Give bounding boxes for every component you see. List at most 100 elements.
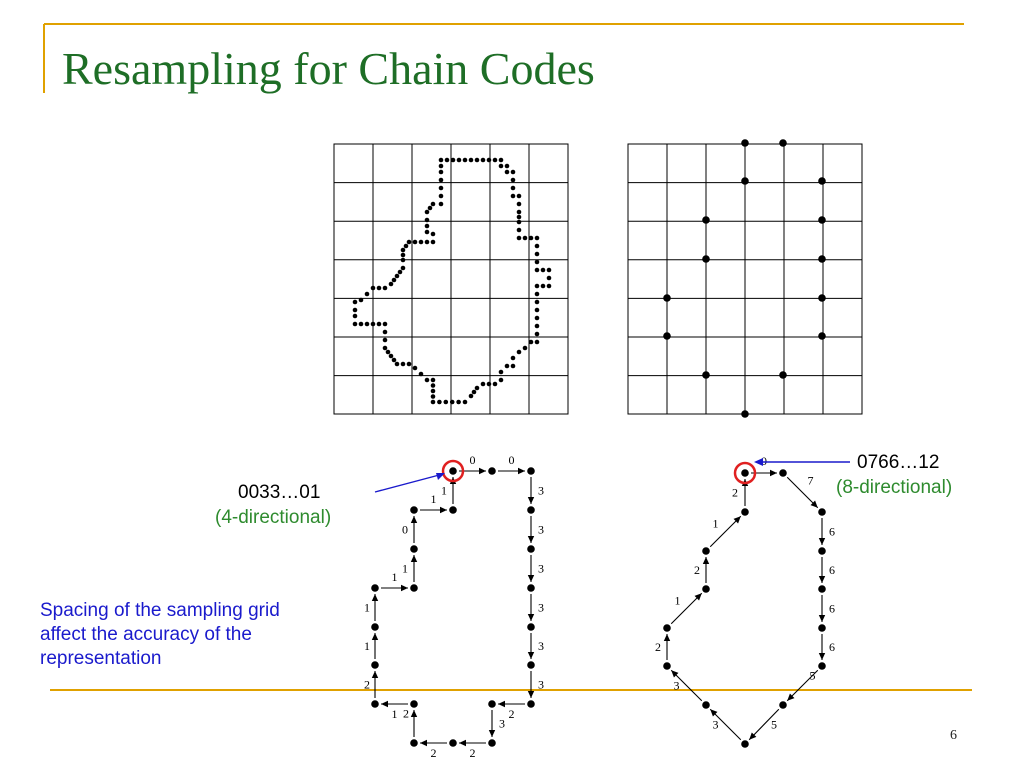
resampled-node: [779, 139, 787, 147]
boundary-dot: [382, 337, 388, 343]
chain-arrowhead: [710, 709, 718, 717]
boundary-dot: [430, 399, 436, 405]
direction-label: 1: [364, 601, 370, 615]
boundary-dot: [424, 217, 430, 223]
chain-node: [371, 623, 379, 631]
boundary-dot: [510, 363, 516, 369]
chain-node: [818, 624, 826, 632]
chain-arrowhead: [518, 467, 525, 475]
chain-node: [818, 585, 826, 593]
chain-node: [410, 700, 418, 708]
boundary-dot: [394, 273, 400, 279]
boundary-dot: [510, 193, 516, 199]
boundary-dot: [397, 269, 403, 275]
chain-arrowhead: [818, 653, 826, 660]
direction-label: 1: [392, 570, 398, 584]
resampled-node: [779, 371, 787, 379]
boundary-dot: [528, 235, 534, 241]
direction-label: 6: [829, 525, 835, 539]
boundary-dot: [456, 399, 461, 405]
left-chain-code-text: 0033…01: [238, 482, 321, 503]
boundary-dot: [498, 377, 504, 383]
direction-label: 3: [674, 679, 680, 693]
start-point-highlight-left: [441, 459, 465, 483]
boundary-dot: [352, 299, 358, 305]
boundary-dot: [498, 163, 504, 169]
direction-label: 1: [675, 594, 681, 608]
chain-arrow-line: [709, 515, 742, 548]
boundary-dot: [437, 399, 442, 405]
chain-arrowhead: [787, 693, 795, 701]
boundary-dot: [516, 219, 522, 225]
chain-node: [779, 469, 787, 477]
chain-node: [527, 467, 535, 475]
direction-label: 5: [771, 718, 777, 732]
chain-node: [702, 547, 710, 555]
boundary-dot: [400, 247, 406, 253]
direction-label: 2: [431, 746, 437, 760]
boundary-dot: [400, 361, 406, 367]
direction-label: 6: [829, 640, 835, 654]
page-number: 6: [950, 728, 957, 743]
chain-node: [527, 545, 535, 553]
boundary-dot: [504, 163, 510, 169]
pointer-arrowhead-left: [436, 473, 445, 480]
direction-label: 2: [655, 640, 661, 654]
chain-node: [663, 662, 671, 670]
chain-arrowhead: [371, 671, 379, 678]
chain-arrow-line: [748, 708, 780, 741]
chain-arrowhead: [410, 516, 418, 523]
pointer-arrow-left: [374, 473, 444, 493]
boundary-dot: [516, 201, 522, 207]
boundary-dot: [424, 229, 430, 235]
boundary-dot: [510, 169, 516, 175]
boundary-sampling-grid: [333, 143, 569, 415]
boundary-dot: [534, 251, 540, 257]
boundary-dot: [546, 275, 552, 281]
boundary-dot: [424, 223, 430, 229]
boundary-dot: [522, 235, 528, 241]
chain-node: [527, 700, 535, 708]
right-chain-code-text: 0766…12: [857, 452, 940, 473]
boundary-dot: [468, 157, 474, 163]
boundary-dot: [391, 357, 397, 363]
boundary-dot: [438, 177, 444, 183]
boundary-dot: [540, 267, 546, 273]
boundary-dot: [468, 393, 474, 399]
boundary-dot: [528, 339, 534, 345]
boundary-dot: [480, 381, 486, 387]
boundary-dot: [400, 265, 406, 271]
boundary-dot: [438, 163, 444, 169]
boundary-dot: [534, 291, 540, 297]
boundary-dot: [400, 257, 406, 263]
chain-node: [702, 585, 710, 593]
direction-label: 2: [509, 707, 515, 721]
boundary-dot: [456, 157, 462, 163]
chain-arrow-line: [786, 669, 819, 702]
chain-arrowhead: [818, 615, 826, 622]
boundary-dot: [534, 283, 540, 289]
chain-node: [527, 661, 535, 669]
boundary-dot: [534, 315, 540, 321]
resampled-node: [741, 410, 749, 418]
boundary-dot: [438, 169, 444, 175]
boundary-dot: [546, 267, 552, 273]
chain-node: [741, 508, 749, 516]
chain-arrowhead: [381, 700, 388, 708]
boundary-dot: [492, 157, 498, 163]
chain-arrowhead: [479, 467, 486, 475]
chain-arrowhead: [810, 500, 818, 508]
direction-label: 2: [694, 563, 700, 577]
boundary-dot: [370, 285, 376, 291]
resampled-node: [663, 294, 671, 302]
chain-node: [527, 584, 535, 592]
boundary-dot: [382, 285, 388, 291]
boundary-dot: [471, 389, 477, 395]
chain-arrowhead: [702, 557, 710, 564]
boundary-dot: [443, 399, 449, 405]
chain-node: [371, 700, 379, 708]
chain-arrowhead: [527, 614, 535, 621]
chain-arrowhead: [527, 536, 535, 543]
